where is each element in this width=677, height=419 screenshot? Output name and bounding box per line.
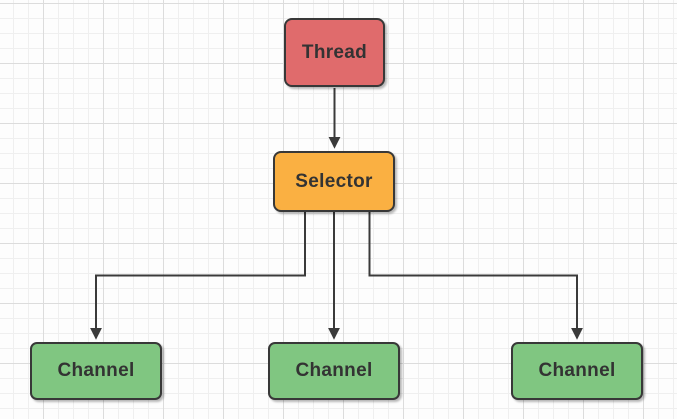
node-channel-middle: Channel (268, 342, 400, 400)
node-channel-left-label: Channel (57, 360, 135, 381)
node-thread: Thread (284, 18, 385, 87)
edge-selector-to-channel-right (368, 212, 583, 340)
node-selector: Selector (273, 151, 395, 212)
node-channel-left: Channel (30, 342, 162, 400)
node-channel-middle-label: Channel (295, 360, 373, 381)
node-channel-right-label: Channel (538, 360, 616, 381)
node-selector-label: Selector (295, 170, 373, 192)
node-channel-right: Channel (511, 342, 643, 400)
node-thread-label: Thread (301, 41, 368, 63)
edge-selector-to-channel-left (90, 212, 306, 340)
